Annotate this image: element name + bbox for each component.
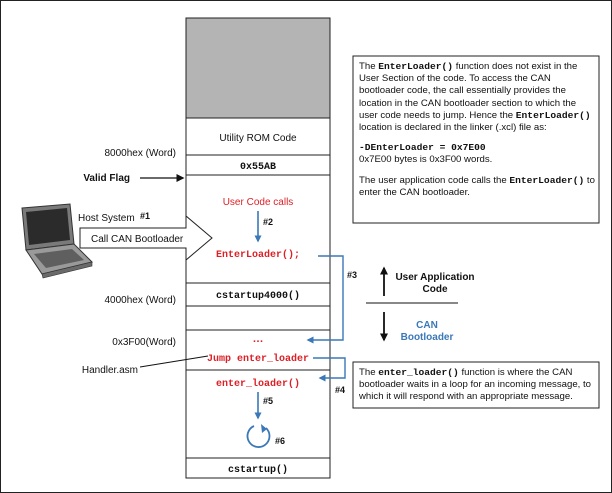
handler-pointer-line <box>139 355 209 368</box>
note-top-conversion: 0x7E00 bytes is 0x3F00 words. <box>359 154 493 166</box>
note-top-text: The EnterLoader() function does not exis… <box>359 61 595 199</box>
wait-loop-arrowhead-icon <box>261 424 267 433</box>
legend-can-line2: Bootloader <box>401 332 454 343</box>
legend-user-app-line2: Code <box>423 284 448 295</box>
note-top-text-b: function does not exist in the User Sect… <box>359 61 578 121</box>
user-code-calls-label: User Code calls <box>223 197 294 208</box>
address-3f00-label: 0x3F00(Word) <box>112 337 176 348</box>
enter-loader-function-label: enter_loader() <box>216 378 300 390</box>
note-top-text-c: location is declared in the linker (.xcl… <box>359 122 547 134</box>
call-can-bootloader-label: Call CAN Bootloader <box>91 234 184 245</box>
note-top-linker-directive: -DEnterLoader = 0x7E00 <box>359 142 486 154</box>
note-top-paragraph-3: The user application code calls the Ente… <box>359 175 595 199</box>
note-bottom-box <box>352 361 600 409</box>
valid-flag-label: Valid Flag <box>83 173 130 184</box>
step1-label: #1 <box>140 211 150 221</box>
cstartup4000-label: cstartup4000() <box>216 290 300 302</box>
step2-label: #2 <box>263 217 273 227</box>
laptop-icon <box>21 203 93 279</box>
note-bottom-text-a: The <box>359 367 379 378</box>
step3-label: #3 <box>347 270 357 280</box>
address-4000-label: 4000hex (Word) <box>104 295 176 306</box>
jump-enter-loader-label: Jump enter_loader <box>207 353 309 365</box>
step4-connector <box>313 357 346 382</box>
step6-label: #6 <box>275 436 285 446</box>
host-system-label: Host System <box>78 213 135 224</box>
call-can-bootloader-arrow <box>79 214 213 262</box>
step5-label: #5 <box>263 396 273 406</box>
unused-memory-block <box>185 17 331 119</box>
note-bottom-paragraph: The enter_loader() function is where the… <box>359 367 595 404</box>
legend-user-app-line1: User Application <box>395 272 474 283</box>
note-top-code-3: EnterLoader() <box>509 174 585 186</box>
enter-loader-call: EnterLoader(); <box>216 249 300 261</box>
note-top-text-e: to enter the CAN bootloader. <box>359 174 595 198</box>
wait-loop-icon <box>246 425 271 448</box>
note-top-text-d: The user application code calls the <box>359 174 510 186</box>
note-bottom-text-b: function is where the CAN bootloader wai… <box>359 367 591 403</box>
cstartup-label: cstartup() <box>228 464 288 476</box>
note-top-text-a: The <box>359 61 379 72</box>
valid-flag-value: 0x55AB <box>240 162 276 173</box>
step4-label: #4 <box>335 385 345 395</box>
utility-rom-label: Utility ROM Code <box>219 133 297 144</box>
note-bottom-code: enter_loader() <box>378 367 459 378</box>
handler-asm-label: Handler.asm <box>82 365 138 376</box>
legend-can-line1: CAN <box>416 320 438 331</box>
note-top-paragraph-1: The EnterLoader() function does not exis… <box>359 61 595 134</box>
note-top-code-2: EnterLoader() <box>515 109 591 121</box>
address-8000-label: 8000hex (Word) <box>104 148 176 159</box>
ellipsis-label: … <box>253 333 264 345</box>
note-bottom-text: The enter_loader() function is where the… <box>359 367 595 404</box>
memory-column: Utility ROM Code 0x55AB User Code calls … <box>185 17 331 479</box>
note-top-box <box>352 55 600 224</box>
step3-connector <box>306 255 344 344</box>
note-top-code-1: EnterLoader() <box>378 61 454 72</box>
